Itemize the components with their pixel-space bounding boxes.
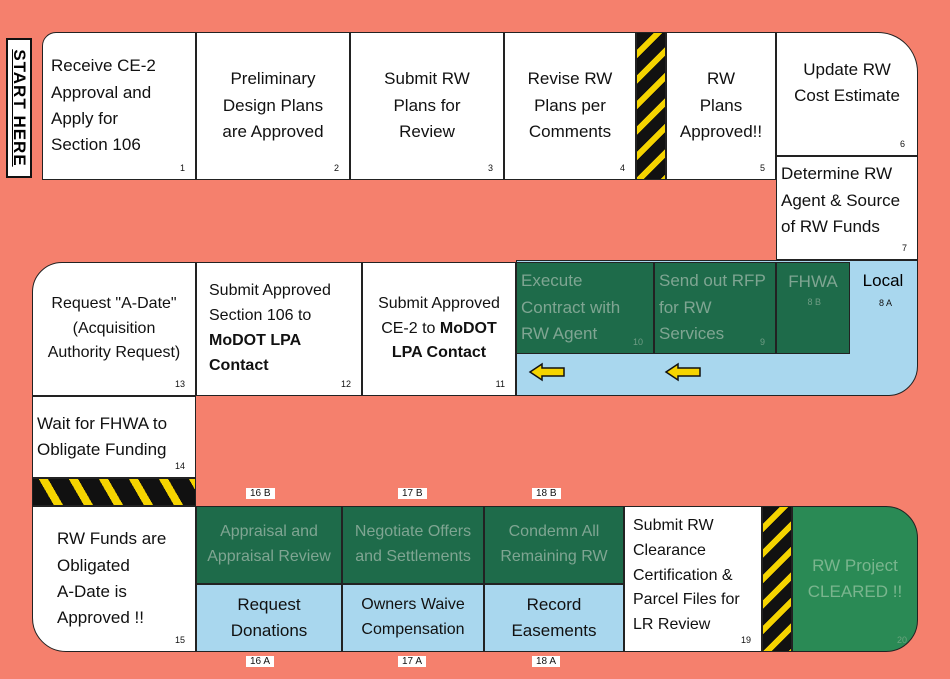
step-9-label: Send out RFP for RW Services <box>659 271 766 344</box>
step-13: Request "A-Date" (Acquisition Authority … <box>32 262 196 396</box>
step-12-number: 12 <box>340 379 351 389</box>
step-9-number: 9 <box>759 337 765 347</box>
hazard-stripe-2 <box>32 478 196 506</box>
step-8b-number: 8 B <box>807 297 821 307</box>
step-15-label: RW Funds are Obligated A-Date is Approve… <box>57 529 167 628</box>
step-16a-label: Request Donations <box>230 594 308 640</box>
step-6: Update RW Cost Estimate 6 <box>776 32 918 156</box>
step-8b: FHWA 8 B <box>776 262 850 354</box>
step-12-text: Submit Approved Section 106 to <box>209 282 331 325</box>
step-11-label: Submit Approved CE-2 to MoDOT LPA Contac… <box>363 263 515 395</box>
step-16b-label: Appraisal and Appraisal Review <box>207 523 331 565</box>
step-14: Wait for FHWA to Obligate Funding 14 <box>32 396 196 478</box>
arrow-left-icon <box>528 362 565 382</box>
step-15-number: 15 <box>174 635 185 645</box>
step-17a: Owners Waive Compensation <box>342 584 484 652</box>
step-18a: Record Easements <box>484 584 624 652</box>
step-10-label: Execute Contract with RW Agent <box>521 271 621 344</box>
step-5-label: RW Plans Approved!! <box>679 69 763 142</box>
step-2-label: Preliminary Design Plans are Approved <box>222 69 324 142</box>
step-5: RW Plans Approved!! 5 <box>666 32 776 180</box>
step-10-number: 10 <box>632 337 643 347</box>
step-11-number: 11 <box>495 379 505 389</box>
step-1-number: 1 <box>179 163 185 173</box>
tag-18b: 18 B <box>532 488 561 499</box>
step-8a-label: Local <box>862 271 904 290</box>
start-here-text: START HERE <box>10 49 29 167</box>
start-here-label: START HERE <box>6 38 32 178</box>
arrow-left-icon <box>664 362 701 382</box>
step-3: Submit RW Plans for Review 3 <box>350 32 504 180</box>
step-11: Submit Approved CE-2 to MoDOT LPA Contac… <box>362 262 516 396</box>
step-1-label: Receive CE-2 Approval and Apply for Sect… <box>51 56 156 155</box>
step-4: Revise RW Plans per Comments 4 <box>504 32 636 180</box>
step-14-number: 14 <box>174 461 185 471</box>
step-3-number: 3 <box>487 163 493 173</box>
step-18b-label: Condemn All Remaining RW <box>500 523 608 565</box>
step-12: Submit Approved Section 106 to MoDOT LPA… <box>196 262 362 396</box>
step-1: Receive CE-2 Approval and Apply for Sect… <box>42 32 196 180</box>
tag-16b: 16 B <box>246 488 275 499</box>
tag-17a: 17 A <box>398 656 427 667</box>
step-13-number: 13 <box>174 379 185 389</box>
step-19-label: Submit RW Clearance Certification & Parc… <box>633 517 740 634</box>
step-6-label: Update RW Cost Estimate <box>794 59 900 105</box>
tag-16a: 16 A <box>246 656 275 667</box>
tag-18a: 18 A <box>532 656 561 667</box>
step-18b: Condemn All Remaining RW <box>484 506 624 584</box>
step-18a-label: Record Easements <box>511 594 597 640</box>
step-12-text-bold: MoDOT LPA Contact <box>209 332 302 374</box>
step-16a: Request Donations <box>196 584 342 652</box>
step-17b-label: Negotiate Offers and Settlements <box>354 523 472 565</box>
step-17b: Negotiate Offers and Settlements <box>342 506 484 584</box>
step-10: Execute Contract with RW Agent 10 <box>516 262 654 354</box>
step-4-label: Revise RW Plans per Comments <box>527 69 613 142</box>
step-20-number: 20 <box>896 635 907 645</box>
step-14-label: Wait for FHWA to Obligate Funding <box>37 413 168 459</box>
step-13-label: Request "A-Date" (Acquisition Authority … <box>47 294 181 362</box>
step-2-number: 2 <box>333 163 339 173</box>
step-19-number: 19 <box>740 635 751 645</box>
step-3-label: Submit RW Plans for Review <box>384 69 470 142</box>
step-20: RW Project CLEARED !! 20 <box>792 506 918 652</box>
step-2: Preliminary Design Plans are Approved 2 <box>196 32 350 180</box>
step-17a-label: Owners Waive Compensation <box>361 596 465 638</box>
step-4-number: 4 <box>619 163 625 173</box>
step-7-label: Determine RW Agent & Source of RW Funds <box>781 164 901 237</box>
hazard-stripe-1 <box>636 32 666 180</box>
step-8a-number: 8 A <box>878 298 892 308</box>
step-15: RW Funds are Obligated A-Date is Approve… <box>32 506 196 652</box>
step-11-text: Submit Approved CE-2 to <box>378 294 500 337</box>
step-20-label: RW Project CLEARED !! <box>807 555 903 601</box>
step-6-number: 6 <box>899 139 905 149</box>
step-16b: Appraisal and Appraisal Review <box>196 506 342 584</box>
tag-17b: 17 B <box>398 488 427 499</box>
step-19: Submit RW Clearance Certification & Parc… <box>624 506 762 652</box>
hazard-stripe-3 <box>762 506 792 652</box>
step-8b-label: FHWA <box>788 272 838 291</box>
step-7-number: 7 <box>901 243 907 253</box>
step-9: Send out RFP for RW Services 9 <box>654 262 776 354</box>
step-8a: Local 8 A <box>850 262 916 354</box>
step-5-number: 5 <box>759 163 765 173</box>
step-12-label: Submit Approved Section 106 to MoDOT LPA… <box>197 263 361 395</box>
step-7: Determine RW Agent & Source of RW Funds … <box>776 156 918 260</box>
step-11-text-bold: MoDOT LPA Contact <box>391 319 497 362</box>
